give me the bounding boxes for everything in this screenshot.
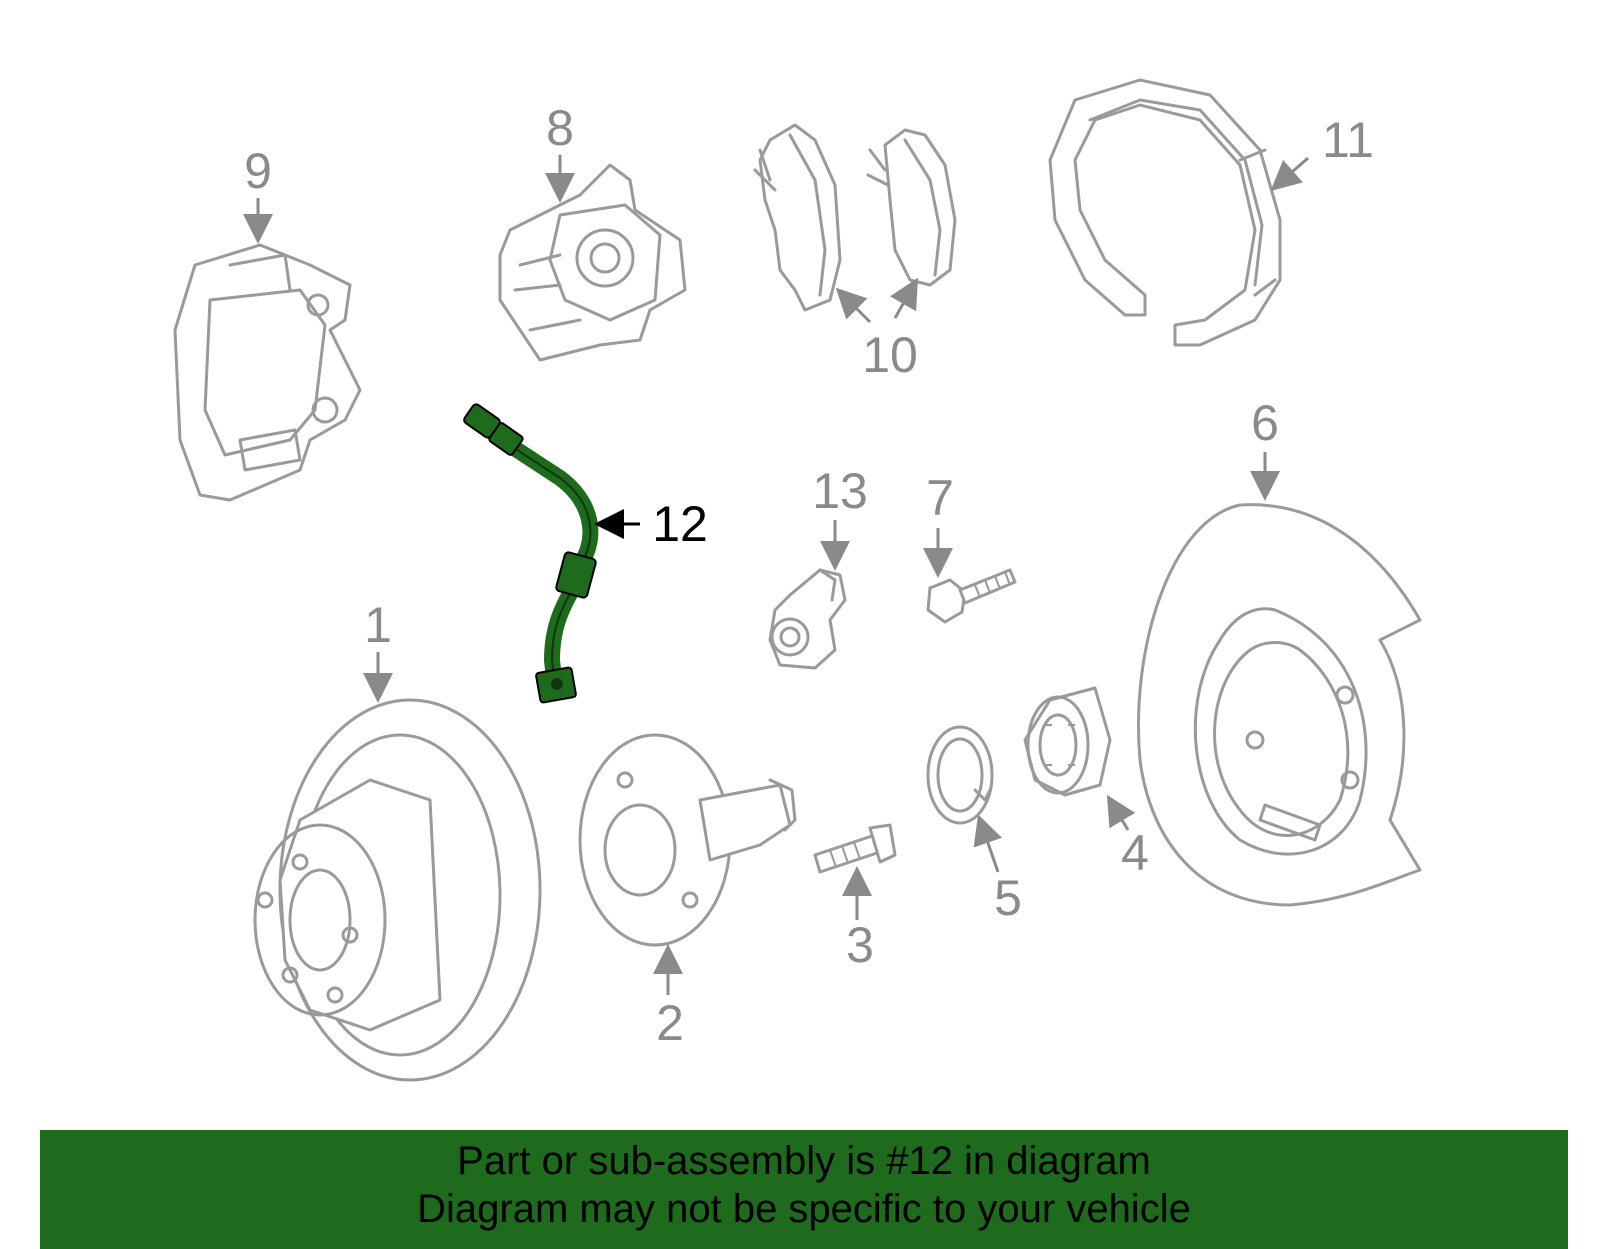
- leader-10a: [835, 287, 872, 324]
- banner-line-2: Diagram may not be specific to your vehi…: [417, 1187, 1191, 1231]
- part-5-snap-ring[interactable]: [926, 725, 994, 825]
- info-banner: Part or sub-assembly is #12 in diagram D…: [40, 1130, 1568, 1249]
- part-6-backing-plate[interactable]: [1136, 503, 1422, 907]
- leader-4: [1106, 794, 1136, 831]
- callout-4: 4: [1121, 825, 1149, 881]
- leader-10b: [890, 277, 918, 319]
- part-11-parking-brake-shoe[interactable]: [1048, 78, 1282, 347]
- callout-10: 10: [862, 327, 918, 383]
- callout-11: 11: [1322, 112, 1374, 168]
- callout-13: 13: [812, 463, 868, 519]
- part-7-bolt[interactable]: [926, 568, 1017, 624]
- part-10-brake-pads[interactable]: [753, 123, 957, 312]
- leader-5: [973, 814, 1003, 873]
- callout-1: 1: [364, 597, 392, 653]
- part-8-caliper[interactable]: [498, 163, 687, 362]
- callout-12: 12: [652, 496, 708, 552]
- banner-line-1: Part or sub-assembly is #12 in diagram: [457, 1139, 1151, 1183]
- callout-6: 6: [1251, 395, 1279, 451]
- callout-5: 5: [994, 870, 1022, 926]
- callout-9: 9: [244, 143, 272, 199]
- callout-2: 2: [656, 995, 684, 1051]
- part-13-sensor[interactable]: [768, 568, 847, 670]
- part-1-brake-rotor[interactable]: [253, 698, 542, 1082]
- leader-11: [1270, 156, 1309, 191]
- callout-3: 3: [846, 917, 874, 973]
- callout-7: 7: [926, 470, 954, 526]
- part-12-brake-hose[interactable]: [463, 403, 599, 704]
- part-4-bearing[interactable]: [1023, 686, 1112, 797]
- part-3-wheel-stud[interactable]: [813, 823, 897, 874]
- callout-8: 8: [546, 100, 574, 156]
- part-9-caliper-bracket[interactable]: [173, 243, 362, 502]
- part-2-hub[interactable]: [578, 733, 797, 947]
